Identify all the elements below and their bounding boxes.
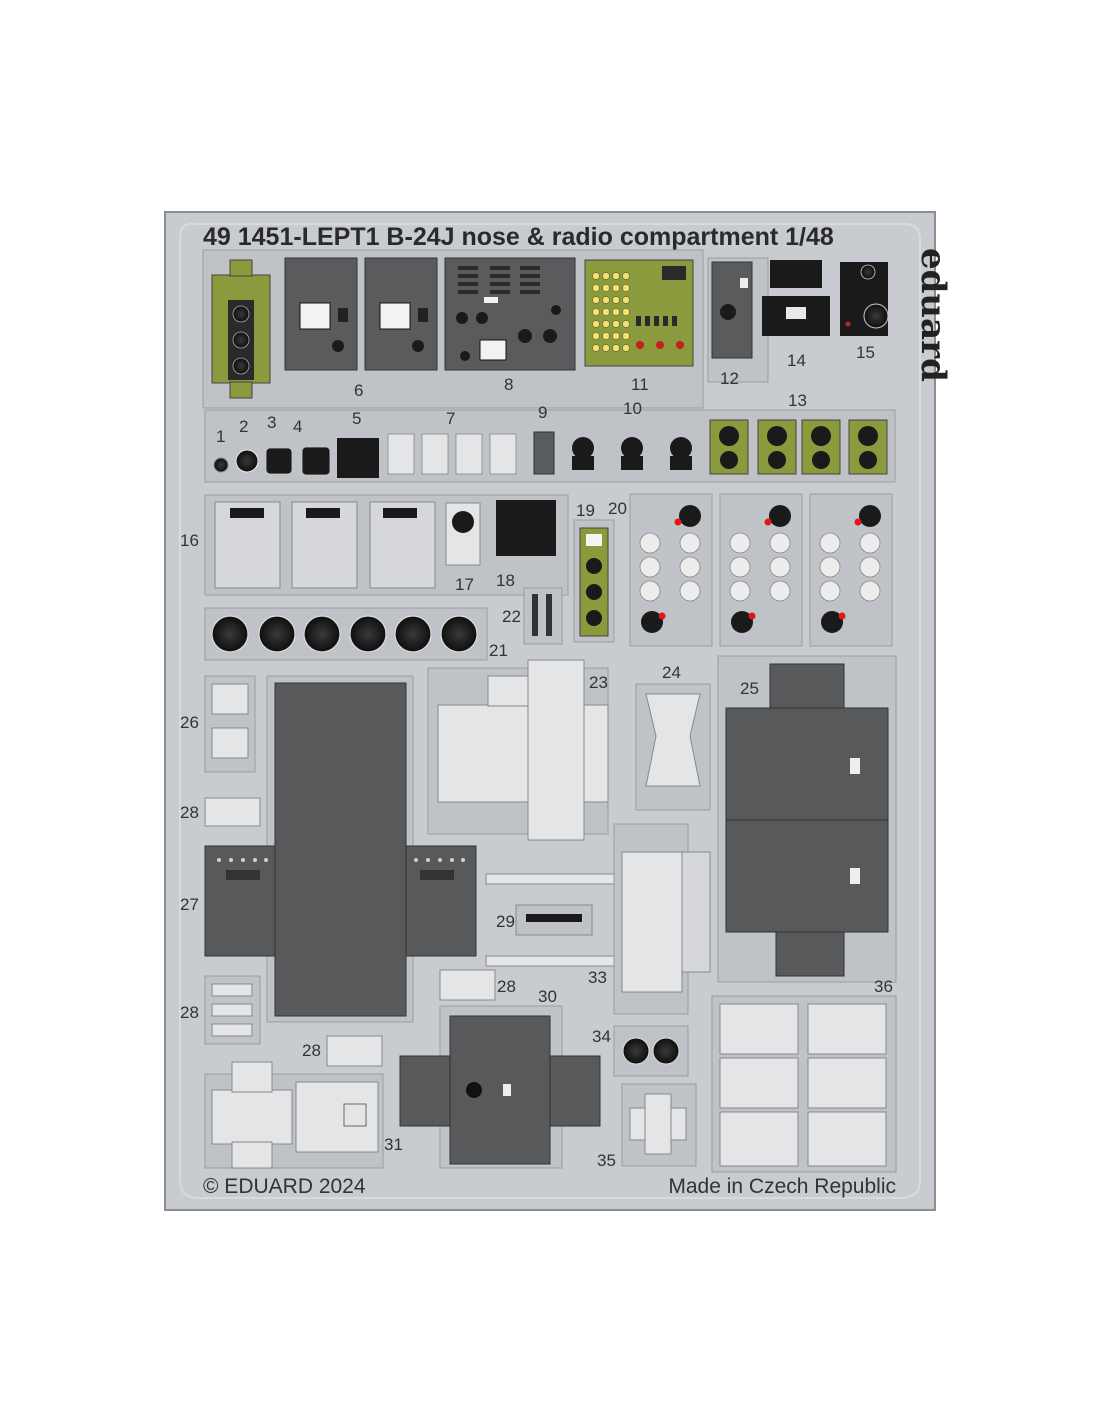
- part-number-labels: 1 2 3 4 5 6 7 8 9 10 11 12 13 14 15 16 1…: [180, 343, 893, 1170]
- row-16-20: [204, 493, 893, 647]
- part-label-28b: 28: [180, 1003, 199, 1022]
- part-20-panels: [629, 493, 893, 647]
- part-label-4: 4: [293, 417, 302, 436]
- part-label-20: 20: [608, 499, 627, 518]
- part-label-7: 7: [446, 409, 455, 428]
- part-15-panel: [840, 262, 889, 336]
- part-label-9: 9: [538, 403, 547, 422]
- part-label-13: 13: [788, 391, 807, 410]
- part-8-radio-panel: [444, 257, 576, 371]
- part-label-18: 18: [496, 571, 515, 590]
- part-label-34: 34: [592, 1027, 611, 1046]
- fret-inner-border: [179, 223, 921, 1199]
- part-label-10: 10: [623, 399, 642, 418]
- part-label-19: 19: [576, 501, 595, 520]
- part-13-olive-gauges: [709, 419, 888, 475]
- part-label-23: 23: [589, 673, 608, 692]
- part-11-switch-panel: [584, 259, 694, 367]
- part-label-29: 29: [496, 912, 515, 931]
- part-label-31: 31: [384, 1135, 403, 1154]
- part-16-brackets: [214, 501, 436, 589]
- part-14-box: [762, 260, 830, 336]
- part-7-bulbs: [387, 433, 517, 475]
- part-label-2: 2: [239, 417, 248, 436]
- part-label-27: 27: [180, 895, 199, 914]
- part-label-16: 16: [180, 531, 199, 550]
- part-olive-gauge-panel: [211, 259, 271, 399]
- part-label-22: 22: [502, 607, 521, 626]
- part-label-28a: 28: [180, 803, 199, 822]
- part-6-radio-panels: [284, 257, 438, 371]
- origin-text: Made in Czech Republic: [668, 1175, 896, 1198]
- part-label-30: 30: [538, 987, 557, 1006]
- instrument-row: [204, 409, 896, 483]
- part-label-35: 35: [597, 1151, 616, 1170]
- part-label-14: 14: [787, 351, 806, 370]
- part-label-1: 1: [216, 427, 225, 446]
- part-label-25: 25: [740, 679, 759, 698]
- part-label-5: 5: [352, 409, 361, 428]
- part-label-28d: 28: [497, 977, 516, 996]
- lower-parts: [204, 655, 897, 1173]
- part-12-panel: [707, 257, 769, 383]
- part-label-15: 15: [856, 343, 875, 362]
- part-label-6: 6: [354, 381, 363, 400]
- copyright-text: © EDUARD 2024: [203, 1175, 366, 1198]
- part-label-17: 17: [455, 575, 474, 594]
- brand-logo: eduard: [913, 248, 953, 382]
- part-label-12: 12: [720, 369, 739, 388]
- top-panels-row: [202, 249, 889, 409]
- part-label-11: 11: [631, 375, 649, 394]
- part-label-3: 3: [267, 413, 276, 432]
- part-label-24: 24: [662, 663, 681, 682]
- part-label-26: 26: [180, 713, 199, 732]
- part-label-36: 36: [874, 977, 893, 996]
- sheet-title: 49 1451-LEPT1 B-24J nose & radio compart…: [203, 223, 834, 251]
- part-label-21: 21: [489, 641, 508, 660]
- part-10-dials: [572, 437, 692, 470]
- part-21-gauges: [204, 587, 563, 661]
- part-label-28c: 28: [302, 1041, 321, 1060]
- part-label-33: 33: [588, 968, 607, 987]
- part-label-8: 8: [504, 375, 513, 394]
